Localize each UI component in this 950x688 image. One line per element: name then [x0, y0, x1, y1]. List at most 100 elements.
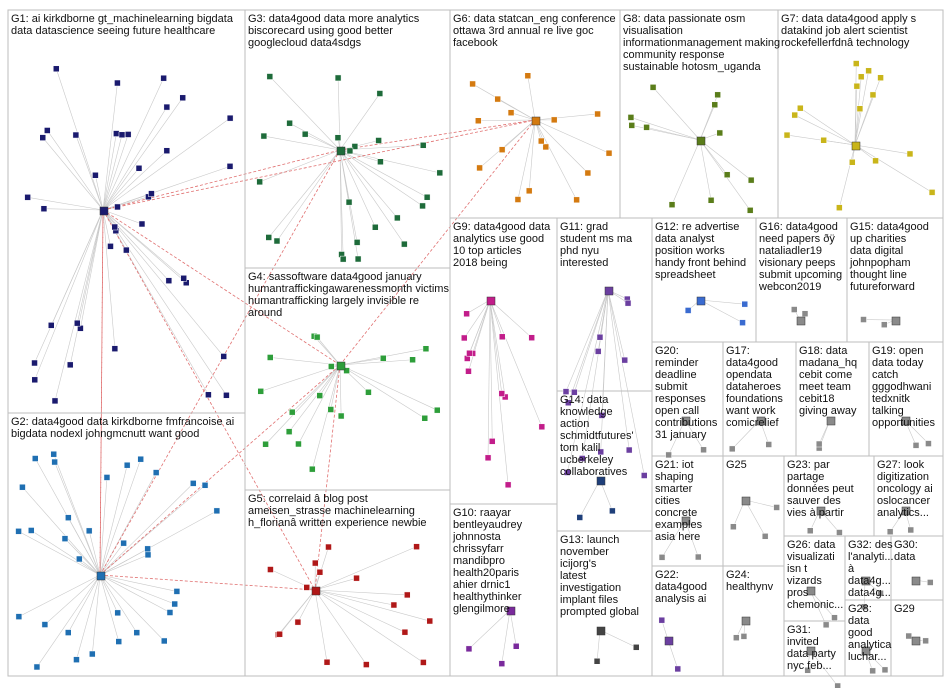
group-label-g27: digitization [877, 471, 929, 483]
edge [99, 574, 171, 613]
node [820, 136, 827, 144]
cross-edge [339, 119, 536, 366]
edge [600, 289, 609, 452]
group-label-g32: l'analyti... [848, 551, 894, 563]
node [372, 223, 379, 231]
edge [265, 364, 341, 445]
node [377, 158, 384, 166]
edge [479, 119, 536, 169]
edge [489, 299, 506, 398]
node [266, 73, 274, 80]
node [273, 237, 281, 245]
node [113, 130, 120, 137]
node [579, 455, 586, 462]
node [89, 650, 96, 658]
edge [652, 87, 701, 141]
node [739, 319, 746, 326]
node [401, 240, 408, 248]
node [111, 223, 118, 231]
node [593, 658, 601, 665]
node [597, 448, 604, 456]
group-label-g8: visualisation [623, 25, 683, 37]
node [773, 504, 780, 511]
node [31, 455, 39, 462]
node [15, 613, 23, 620]
cross-edge [99, 209, 104, 576]
group-label-g20: submit [655, 381, 687, 393]
edge [339, 149, 428, 198]
node [498, 333, 506, 341]
node [625, 446, 633, 454]
group-label-g6: ottawa 3rd annual re live goc [453, 25, 594, 37]
edge [31, 530, 101, 576]
node [730, 523, 737, 530]
cross-edge [102, 209, 341, 366]
node [573, 196, 580, 204]
group-label-g32: G32: des [848, 539, 893, 551]
group-label-g5: ameisen_strasse machinelearning [248, 505, 415, 517]
group-cell-g31 [783, 620, 846, 677]
edge [489, 299, 543, 427]
group-label-g20: reminder [655, 357, 699, 369]
node [161, 637, 168, 645]
node [463, 310, 470, 318]
edge [854, 144, 911, 155]
edge [102, 209, 143, 225]
node [700, 446, 707, 454]
group-label-g28: luchar... [848, 651, 887, 663]
group-label-g4: humantrafficking largely invisible re [248, 295, 419, 307]
edge [75, 134, 104, 211]
node [716, 129, 724, 137]
node [223, 392, 230, 399]
edge [102, 106, 168, 211]
hub-node [901, 506, 911, 516]
hub-node [741, 496, 751, 506]
node [53, 65, 60, 73]
group-label-g7: rockefellerfdnâ technology [781, 37, 910, 49]
node [137, 455, 144, 463]
edge [102, 209, 170, 281]
node [869, 667, 876, 675]
group-label-g14: ucberkeley [560, 454, 614, 466]
node [256, 178, 263, 186]
node [791, 306, 798, 313]
node [565, 399, 572, 407]
edge [76, 209, 104, 324]
group-label-g9: 2018 being [453, 257, 507, 269]
group-label-g8: community response [623, 49, 725, 61]
node [797, 104, 804, 112]
group-label-g23: partage [787, 471, 824, 483]
group-label-g11: phd nyu [560, 245, 599, 257]
edge [54, 209, 104, 401]
node [15, 528, 22, 535]
group-label-g16: need papers ðÿ [759, 233, 835, 245]
group-label-g19: opportunities [872, 417, 935, 429]
edge [339, 93, 381, 151]
group-label-g13: G13: launch [560, 534, 619, 546]
node [494, 95, 501, 103]
node [538, 137, 545, 145]
node [465, 645, 473, 653]
edge [288, 364, 341, 432]
group-label-g32: à [848, 563, 855, 575]
node [860, 603, 868, 610]
node [40, 205, 48, 212]
group-label-g20: responses [655, 393, 706, 405]
node [857, 73, 865, 81]
group-label-g32: data4g... [848, 587, 891, 599]
edge [489, 299, 503, 337]
node [927, 579, 934, 586]
edge [339, 364, 425, 419]
node [51, 397, 59, 405]
group-label-g23: sauver des [787, 495, 841, 507]
node [328, 363, 335, 370]
edge [510, 112, 536, 121]
node [504, 481, 512, 489]
hub-node [901, 416, 911, 426]
group-label-g10: mandibpro [453, 555, 505, 567]
group-label-g21: concrete [655, 507, 697, 519]
node [339, 255, 347, 263]
node [31, 376, 39, 384]
edge [671, 139, 701, 205]
edge [732, 419, 761, 450]
